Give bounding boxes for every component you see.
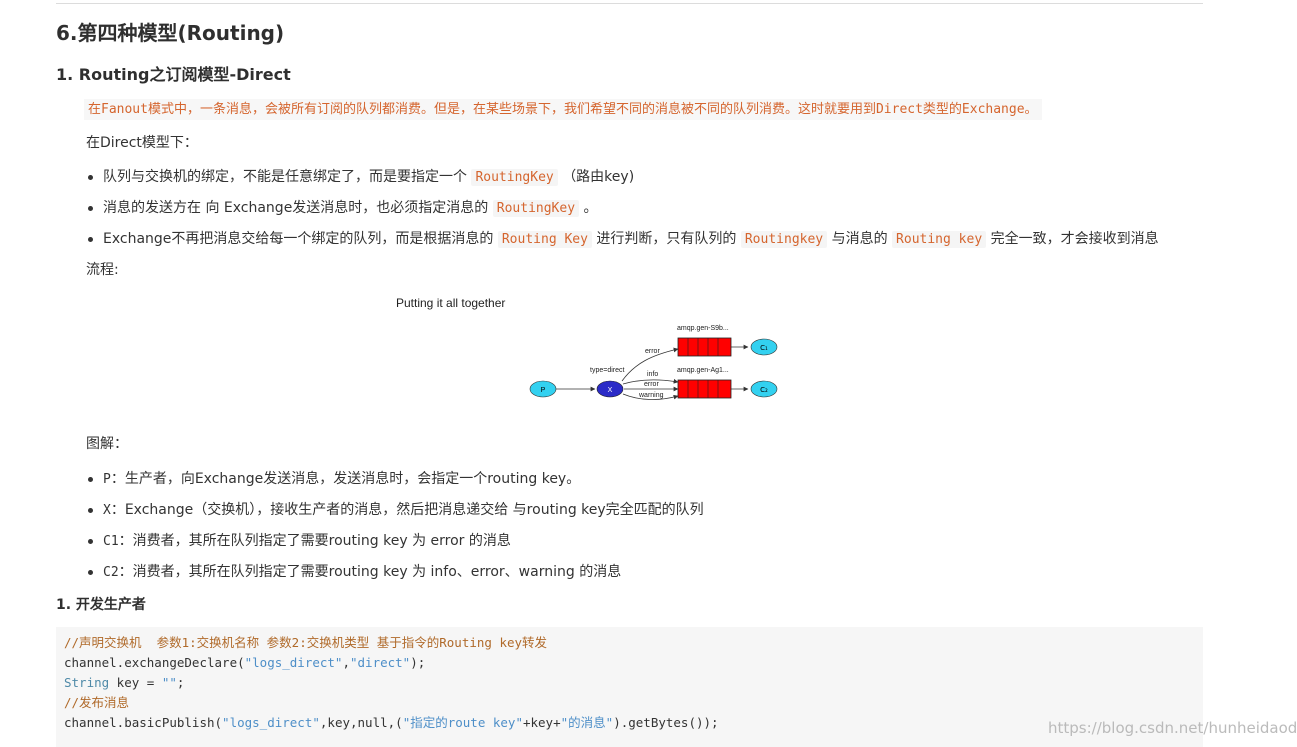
code-line: channel.basicPublish("logs_direct",key,n…	[64, 713, 719, 733]
rule-text: 队列与交换机的绑定，不能是任意绑定了，而是要指定一个	[103, 169, 467, 185]
section-heading-producer: 1. 开发生产者	[56, 597, 146, 613]
code-token: ,key,null,(	[319, 715, 403, 730]
watermark: https://blog.csdn.net/hunheidaode	[1048, 719, 1297, 737]
role-text: ：生产者，向Exchange发送消息，发送消息时，会指定一个routing ke…	[110, 471, 581, 487]
routing-diagram: Putting it all together P X type=direct …	[396, 296, 778, 400]
code-string: ""	[161, 675, 177, 690]
code-line: channel.exchangeDeclare("logs_direct","d…	[64, 653, 425, 673]
binding-key-error-q1: error	[645, 348, 660, 355]
rule-text: 进行判断，只有队列的	[596, 231, 737, 247]
producer-node	[529, 380, 557, 398]
role-key: X	[103, 503, 111, 518]
exchange-node	[596, 380, 624, 398]
queue1-box	[677, 337, 732, 357]
binding-key-info: info	[647, 371, 658, 378]
direct-rules-list: 队列与交换机的绑定，不能是任意绑定了，而是要指定一个 RoutingKey （路…	[86, 167, 1159, 250]
inline-code: RoutingKey	[471, 169, 558, 186]
rule-text: 。	[583, 200, 598, 216]
flow-label: 流程:	[86, 262, 119, 278]
section-heading-direct: 1. Routing之订阅模型-Direct	[56, 65, 291, 84]
binding-arrow-error-q1	[621, 347, 679, 382]
producer-label: P	[541, 387, 546, 394]
code-token: key =	[109, 675, 162, 690]
binding-key-error-q2: error	[644, 381, 659, 388]
binding-arrow-warning	[622, 393, 679, 400]
role-text: ：Exchange（交换机），接收生产者的消息，然后把消息递交给 与routin…	[110, 502, 704, 518]
binding-arrow-info	[622, 378, 679, 385]
queue2-box	[677, 379, 732, 399]
code-string: "logs_direct"	[244, 655, 343, 670]
inline-code: Routing key	[892, 231, 987, 248]
code-token: channel.exchangeDeclare(	[64, 655, 245, 670]
list-item: 消息的发送方在 向 Exchange发送消息时，也必须指定消息的 Routing…	[86, 198, 1159, 219]
rule-text: 完全一致，才会接收到消息	[990, 231, 1159, 247]
rule-text: 消息的发送方在 向 Exchange发送消息时，也必须指定消息的	[103, 200, 489, 216]
role-key: P	[103, 472, 111, 487]
queue2-name: amqp.gen-Ag1...	[677, 367, 729, 374]
code-string: "logs_direct"	[222, 715, 320, 730]
queue1-name: amqp.gen-S9b...	[677, 325, 729, 332]
role-key: C2	[103, 565, 119, 580]
code-token: ;	[176, 675, 185, 690]
role-key: C1	[103, 534, 119, 549]
code-token: channel.basicPublish(	[64, 715, 223, 730]
rule-text: 与消息的	[831, 231, 888, 247]
highlight-note: 在Fanout模式中，一条消息，会被所有订阅的队列都消费。但是，在某些场景下，我…	[84, 99, 1042, 120]
code-token: ,	[342, 655, 350, 670]
explain-label: 图解：	[86, 436, 128, 452]
code-line: //声明交换机 参数1:交换机名称 参数2:交换机类型 基于指令的Routing…	[64, 633, 547, 653]
code-line: //发布消息	[64, 693, 129, 713]
rule-text: Exchange不再把消息交给每一个绑定的队列，而是根据消息的	[103, 231, 494, 247]
direct-intro: 在Direct模型下：	[86, 135, 198, 151]
page-heading: 6.第四种模型(Routing)	[56, 21, 285, 45]
code-string: "direct"	[350, 655, 411, 670]
exchange-label: X	[608, 387, 613, 394]
list-item: P：生产者，向Exchange发送消息，发送消息时，会指定一个routing k…	[86, 469, 704, 490]
consumer2-label: C₂	[760, 386, 768, 394]
code-token: +key+	[522, 715, 561, 730]
list-item: 队列与交换机的绑定，不能是任意绑定了，而是要指定一个 RoutingKey （路…	[86, 167, 1159, 188]
exchange-type-label: type=direct	[590, 367, 624, 374]
consumer2-node	[750, 380, 778, 398]
code-token: ).getBytes());	[613, 715, 719, 730]
role-text: ：消费者，其所在队列指定了需要routing key 为 info、error、…	[118, 564, 622, 580]
list-item: C2：消费者，其所在队列指定了需要routing key 为 info、erro…	[86, 562, 704, 583]
code-token: );	[410, 655, 426, 670]
code-string: "指定的route key"	[402, 715, 523, 730]
diagram-title: Putting it all together	[396, 296, 505, 310]
top-divider	[56, 3, 1203, 4]
code-string: "的消息"	[560, 715, 614, 730]
role-text: ：消费者，其所在队列指定了需要routing key 为 error 的消息	[118, 533, 511, 549]
consumer1-node	[750, 338, 778, 356]
code-line: String key = "";	[64, 673, 184, 693]
code-comment: //发布消息	[64, 695, 130, 710]
code-block: //声明交换机 参数1:交换机名称 参数2:交换机类型 基于指令的Routing…	[56, 627, 1203, 747]
inline-code: RoutingKey	[492, 200, 580, 217]
rule-text: （路由key)	[562, 169, 635, 185]
inline-code: Routing Key	[497, 231, 592, 248]
inline-code: Routingkey	[740, 231, 828, 248]
list-item: X：Exchange（交换机），接收生产者的消息，然后把消息递交给 与routi…	[86, 500, 704, 521]
list-item: Exchange不再把消息交给每一个绑定的队列，而是根据消息的 Routing …	[86, 229, 1159, 250]
code-comment: //声明交换机 参数1:交换机名称 参数2:交换机类型 基于指令的Routing…	[64, 635, 548, 650]
binding-key-warning: warning	[638, 392, 664, 399]
consumer1-label: C₁	[760, 344, 768, 352]
roles-list: P：生产者，向Exchange发送消息，发送消息时，会指定一个routing k…	[86, 469, 704, 583]
code-keyword: String	[64, 675, 110, 690]
list-item: C1：消费者，其所在队列指定了需要routing key 为 error 的消息	[86, 531, 704, 552]
